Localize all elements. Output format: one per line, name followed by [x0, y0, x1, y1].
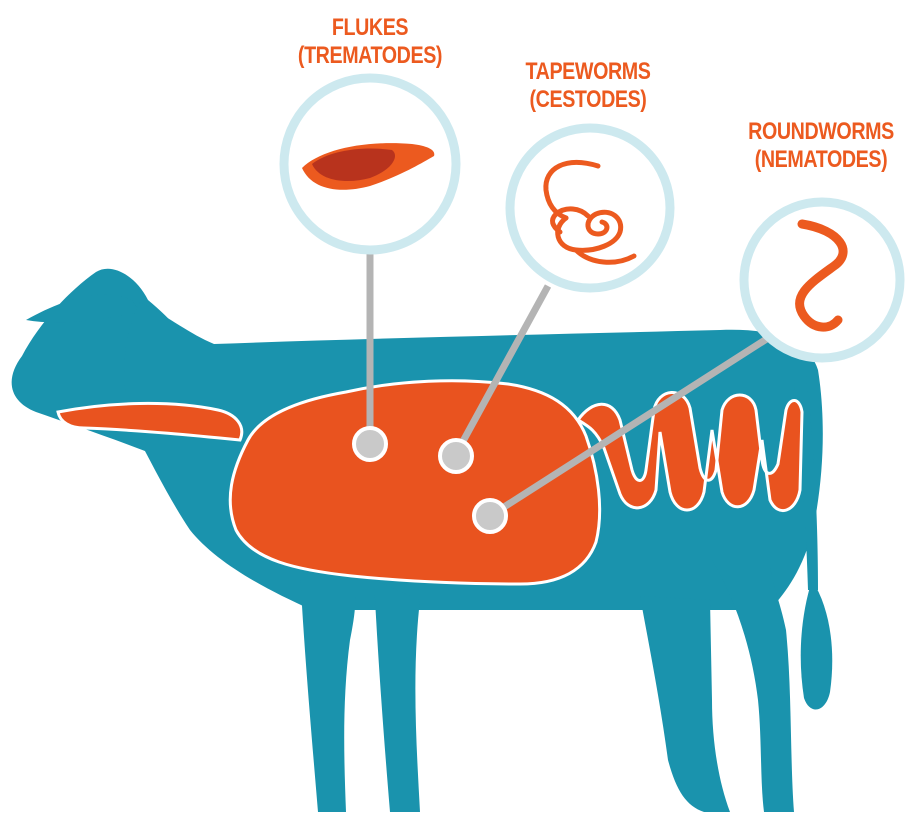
label-flukes-name: FLUKES: [288, 14, 452, 42]
pin-flukes: [354, 428, 386, 460]
lens-roundworms: [744, 202, 900, 358]
lens-flukes: [284, 78, 456, 250]
label-tapeworms-name: TAPEWORMS: [506, 58, 670, 86]
pin-tapeworms: [440, 440, 472, 472]
label-roundworms-class: (NEMATODES): [748, 146, 894, 174]
cow-leg: [374, 580, 420, 812]
label-tapeworms: TAPEWORMS (CESTODES): [506, 58, 670, 114]
cow-leg: [640, 596, 730, 812]
label-roundworms-name: ROUNDWORMS: [748, 118, 894, 146]
label-tapeworms-class: (CESTODES): [506, 86, 670, 114]
cow-tail-switch: [801, 580, 833, 709]
lens-tapeworms: [510, 128, 670, 288]
cow-leg: [300, 570, 355, 812]
label-flukes-class: (TREMATODES): [288, 42, 452, 70]
lens-ring: [510, 128, 670, 288]
label-flukes: FLUKES (TREMATODES): [288, 14, 452, 70]
label-roundworms: ROUNDWORMS (NEMATODES): [748, 118, 894, 174]
pin-roundworms: [474, 500, 506, 532]
